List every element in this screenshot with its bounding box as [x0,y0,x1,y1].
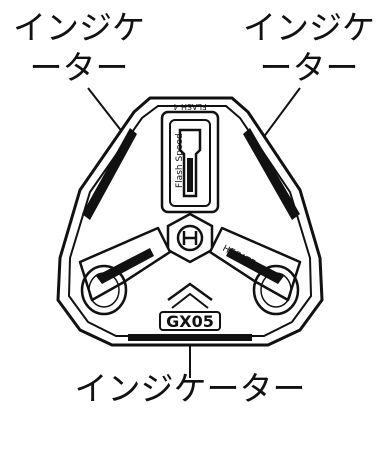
leader-line-right [260,88,300,142]
finger-slider-window [187,158,193,192]
indicator-strip-bottom [128,334,252,341]
device-top-text: FLASH 4 [173,102,206,111]
model-name: GX05 [166,312,214,331]
side-label-flash-speed: Flash Speed [175,133,185,188]
